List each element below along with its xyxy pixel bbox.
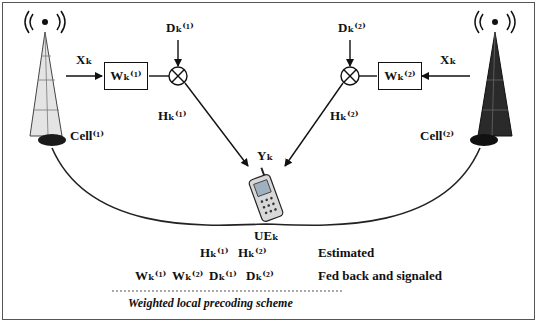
note-text: Fed back and signaled <box>318 268 442 284</box>
cell-label: Cell⁽¹⁾ <box>70 128 104 144</box>
device-label: UEₖ <box>252 228 281 244</box>
precoder-box: Wₖ⁽²⁾ <box>378 62 422 90</box>
backhaul-curve <box>52 148 480 225</box>
caption: Weighted local precoding scheme <box>128 296 293 311</box>
note-symbol: Dₖ⁽²⁾ <box>246 268 274 284</box>
signal-arrow <box>66 75 102 76</box>
frame <box>3 3 535 320</box>
multiplier-symbol <box>341 67 359 85</box>
precoder-box: Wₖ⁽¹⁾ <box>104 62 148 90</box>
note-symbol: Dₖ⁽¹⁾ <box>209 268 237 284</box>
cell-label: Cell⁽²⁾ <box>420 128 454 144</box>
channel-label: Hₖ⁽¹⁾ <box>158 108 187 124</box>
channel-arrow <box>285 83 343 166</box>
signal-label: Xₖ <box>440 52 456 68</box>
signal-arrow <box>177 40 178 66</box>
signal-label: Dₖ⁽¹⁾ <box>166 20 194 36</box>
signal-label: Xₖ <box>76 52 92 68</box>
dotted-rule <box>112 291 342 292</box>
signal-line <box>149 75 169 76</box>
phone-icon <box>245 166 283 222</box>
note-symbol: Hₖ⁽²⁾ <box>238 245 267 261</box>
note-symbol: Wₖ⁽¹⁾ <box>135 268 166 284</box>
signal-label: Dₖ⁽²⁾ <box>338 20 366 36</box>
box-label: Wₖ⁽²⁾ <box>384 68 415 84</box>
note-symbol: Hₖ⁽¹⁾ <box>200 245 229 261</box>
base-station-left <box>25 11 66 146</box>
multiplier-symbol <box>169 67 187 85</box>
signal-arrow <box>422 75 470 76</box>
signal-label: Yₖ <box>257 148 273 164</box>
channel-arrow <box>185 83 248 166</box>
signal-arrow <box>349 40 350 66</box>
note-symbol: Wₖ⁽²⁾ <box>172 268 203 284</box>
channel-label: Hₖ⁽²⁾ <box>330 108 359 124</box>
signal-line <box>359 75 377 76</box>
note-text: Estimated <box>318 245 374 261</box>
box-label: Wₖ⁽¹⁾ <box>110 68 141 84</box>
base-station-right <box>470 11 515 146</box>
